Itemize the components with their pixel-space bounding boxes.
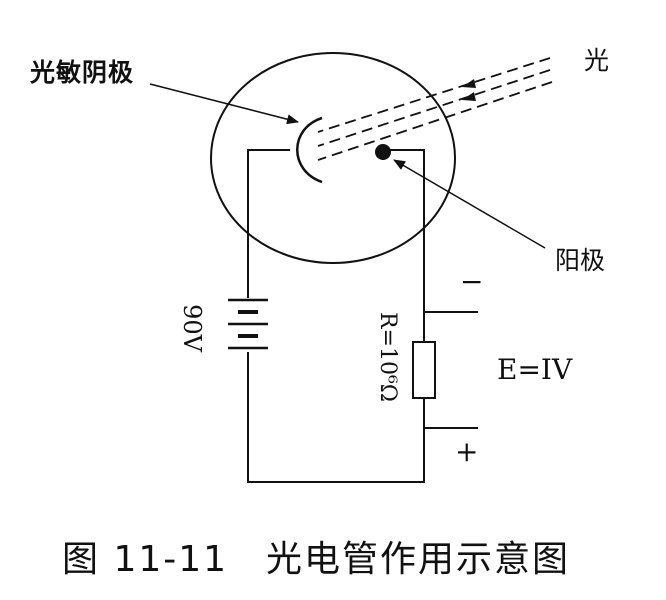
- anode-label: 阳极: [555, 246, 606, 275]
- battery-voltage-label: 90V: [178, 304, 206, 352]
- load-resistor: [412, 341, 436, 399]
- battery-90v: [228, 298, 268, 350]
- circuit-wires: [247, 149, 478, 483]
- negative-terminal-sign: −: [460, 265, 484, 298]
- photocathode-label: 光敏阴极: [30, 58, 135, 87]
- resistance-label: R=10⁶Ω: [375, 311, 400, 403]
- light-ray-arrows: [462, 79, 476, 101]
- figure-caption: 图 11-11 光电管作用示意图: [62, 539, 571, 580]
- anode-pointer: [393, 159, 546, 249]
- photocathode-plate: [296, 116, 323, 184]
- tube-envelope: [210, 52, 456, 264]
- light-rays: [317, 57, 553, 161]
- light-label: 光: [584, 46, 610, 75]
- emf-label: E=IV: [497, 353, 573, 386]
- positive-terminal-sign: +: [455, 435, 479, 468]
- cathode-pointer: [149, 83, 299, 125]
